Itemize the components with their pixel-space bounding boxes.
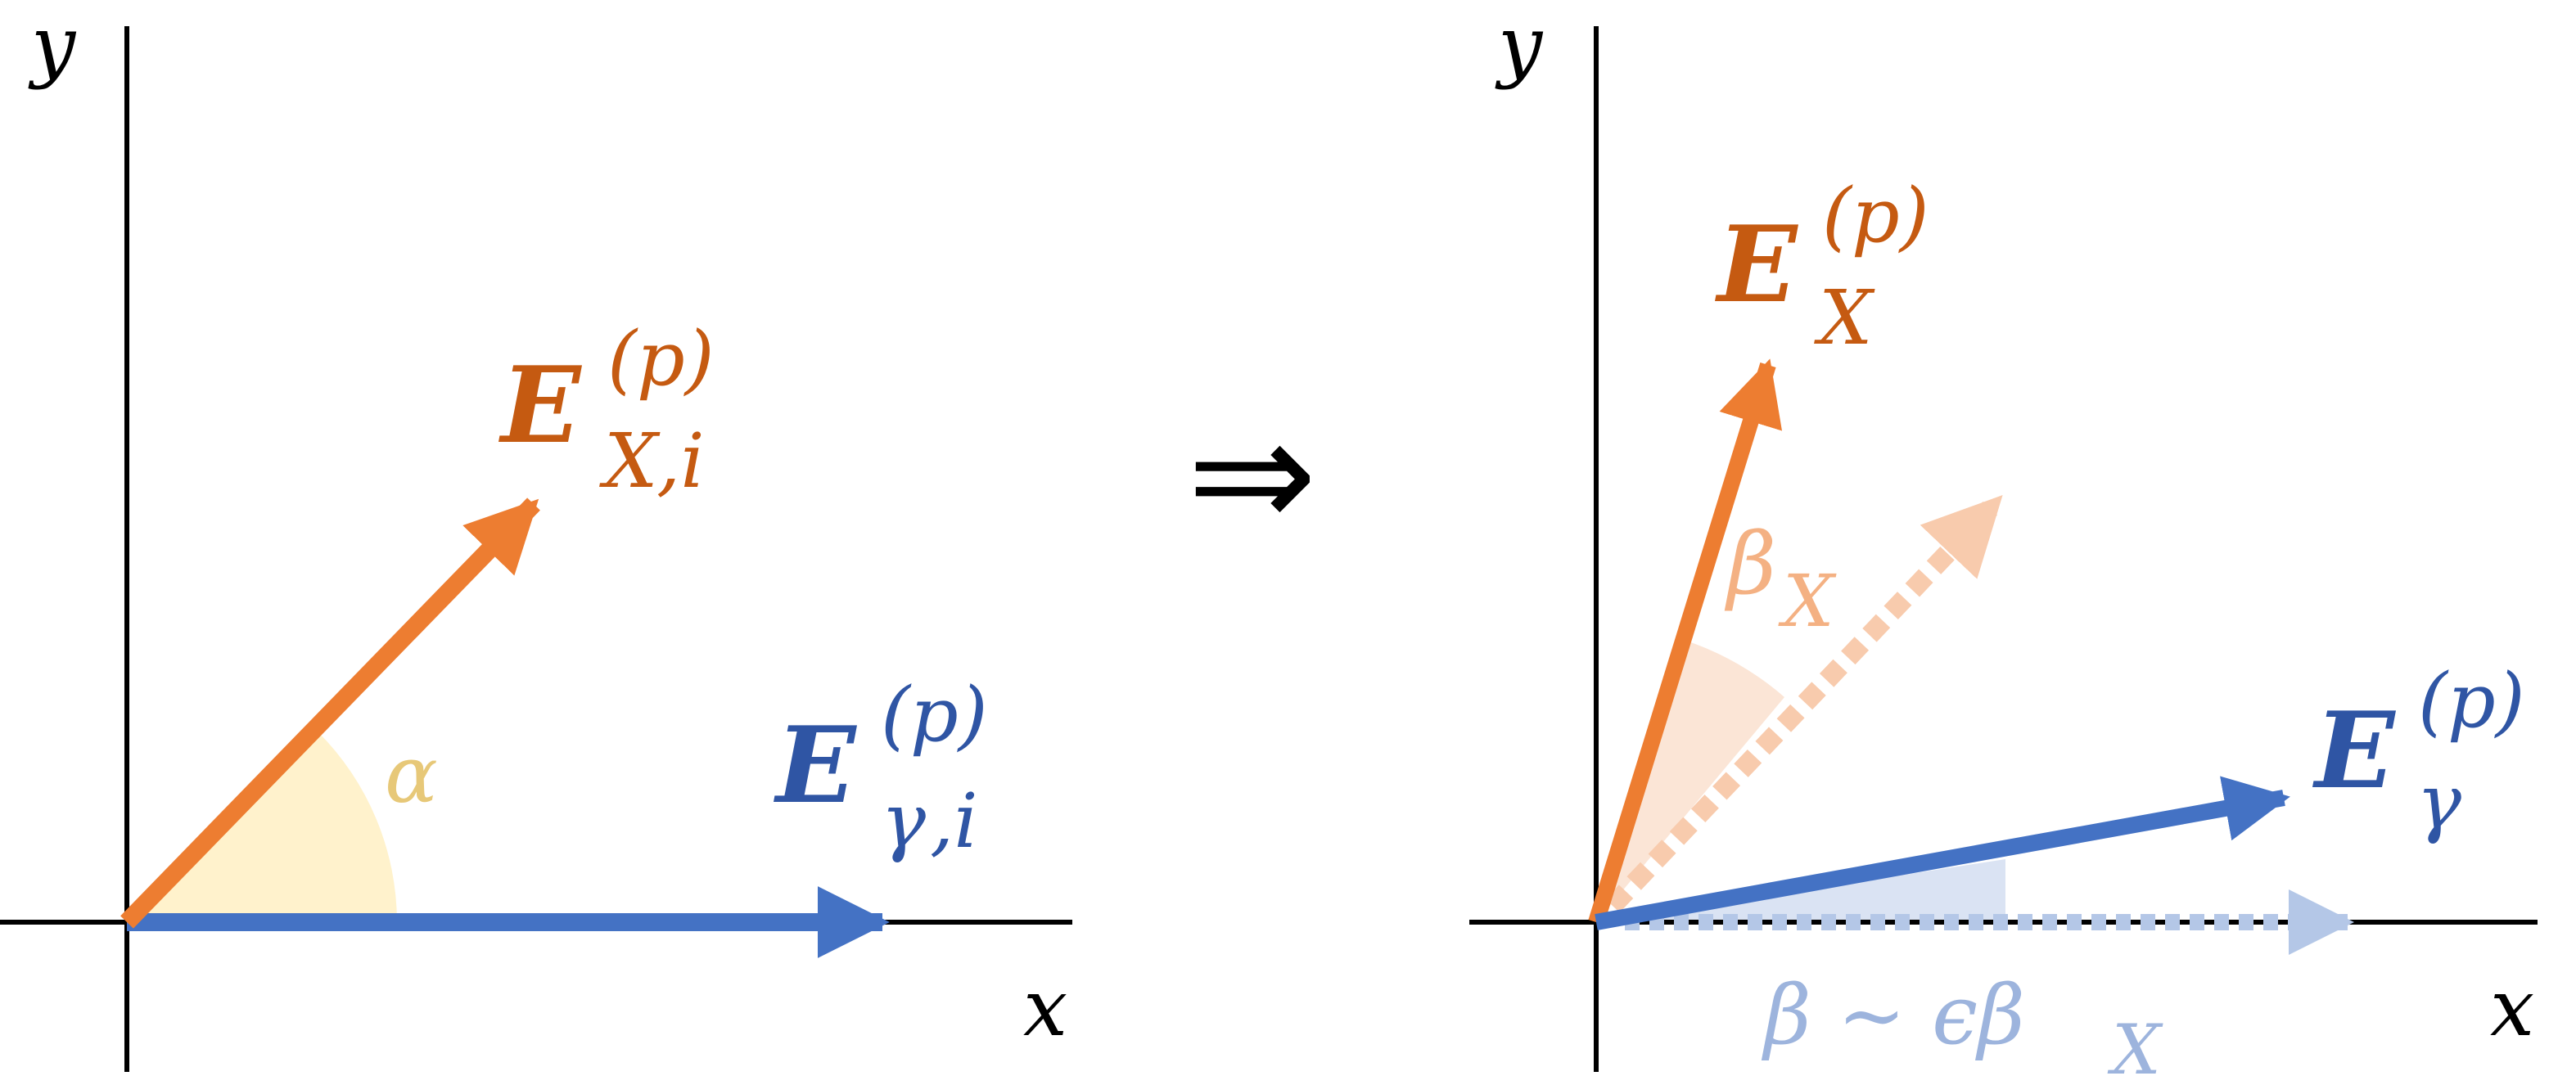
right-vector-gamma-label: E (p) γ (2312, 657, 2525, 846)
right-vector-x-arrow (1588, 358, 1783, 925)
right-beta-sub: X (2107, 1010, 2163, 1085)
right-vector-x-sup: (p) (1822, 172, 1929, 259)
right-vector-gamma-sup: (p) (2418, 657, 2525, 745)
right-beta-main: β ∼ ϵβ (1761, 967, 2025, 1063)
left-vector-gamma-sub-main: γ (881, 777, 927, 865)
left-angle-alpha-label: α (385, 729, 438, 821)
right-vector-gamma-base: E (2312, 690, 2396, 813)
left-vector-x-label: E (p) X ,i (499, 315, 715, 505)
left-angle-alpha-wedge (127, 732, 397, 922)
left-x-axis-label: x (1023, 962, 1067, 1054)
left-vector-x-sub-main: X (599, 417, 661, 505)
left-vector-gamma-label: E (p) γ ,i (774, 671, 988, 865)
left-vector-gamma-sup: (p) (881, 671, 988, 759)
right-vector-x-sub: X (1814, 274, 1875, 362)
right-angle-beta-label: β ∼ ϵβ X (1761, 967, 2163, 1085)
left-y-axis-label: y (28, 0, 77, 91)
left-vector-gamma-base: E (774, 705, 857, 827)
right-x-axis-label: x (2490, 962, 2534, 1054)
left-vector-x-sub-rest: ,i (656, 417, 705, 505)
right-vector-x-base: E (1715, 204, 1798, 326)
left-vector-x-sup: (p) (607, 315, 715, 403)
left-vector-gamma-sub-rest: ,i (930, 777, 978, 865)
right-y-axis-label: y (1495, 0, 1544, 91)
left-panel: y x α E (p) X ,i E (p) γ ,i (0, 0, 1072, 1072)
left-vector-x-arrow (120, 497, 540, 929)
right-beta-x-sub: X (1778, 559, 1837, 643)
right-angle-beta-x-wedge (1596, 640, 1784, 922)
right-panel: y x E (p) X E (p) γ β X β ∼ ϵβ X (1469, 0, 2538, 1085)
implies-arrow: ⇒ (1187, 384, 1317, 565)
right-beta-x-main: β (1724, 514, 1776, 614)
right-vector-gamma-arrow (1595, 776, 2290, 930)
left-vector-x-base: E (499, 344, 582, 467)
right-angle-beta-x-label: β X (1724, 514, 1837, 643)
right-vector-x-label: E (p) X (1715, 172, 1929, 362)
right-vector-gamma-sub: γ (2416, 759, 2462, 846)
